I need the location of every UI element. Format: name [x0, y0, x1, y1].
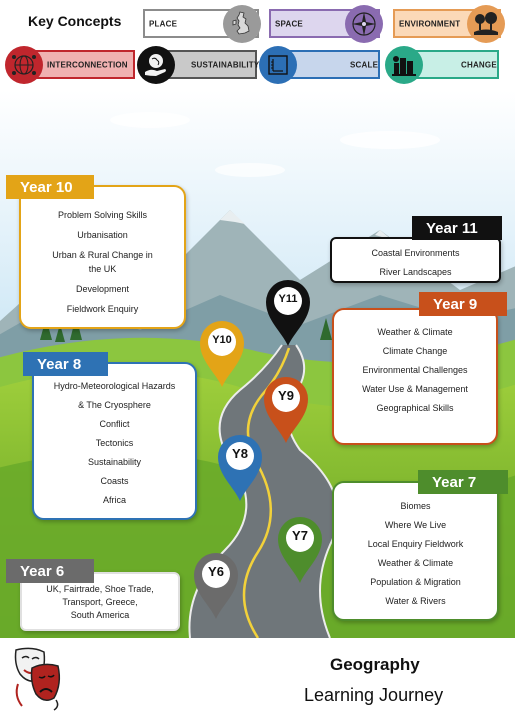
topic-item: Transport, Greece, — [62, 597, 138, 607]
pin-label: Y11 — [278, 293, 298, 305]
subject-title: Geography — [330, 655, 420, 674]
pin-y9: Y9 — [260, 375, 312, 445]
topic-item: Coastal Environments — [371, 248, 460, 258]
landscape-icon — [467, 5, 505, 43]
concept-change: CHANGE — [385, 46, 499, 84]
concept-label: SUSTAINABILITY — [191, 60, 260, 69]
topic-item: Urbanisation — [77, 230, 128, 240]
year10-card: Problem Solving Skills Urbanisation Urba… — [19, 185, 186, 329]
concept-label: INTERCONNECTION — [47, 60, 128, 69]
topic-item: Problem Solving Skills — [57, 210, 148, 220]
topic-item: Sustainability — [87, 457, 142, 467]
uk-map-icon — [223, 5, 261, 43]
pin-y7: Y7 — [274, 515, 326, 585]
pin-y10: Y10 — [196, 319, 248, 389]
concept-space: SPACE — [269, 5, 383, 43]
topic-item: Weather & Climate — [377, 327, 453, 337]
concept-label: ENVIRONMENT — [399, 19, 461, 28]
topic-item: Population & Migration — [370, 577, 461, 587]
subject-subtitle: Learning Journey — [304, 685, 444, 705]
hand-globe-icon — [137, 46, 175, 84]
concept-sustainability: SUSTAINABILITY — [137, 46, 260, 84]
year11-tag: Year 11 — [412, 216, 502, 240]
topic-item: UK, Fairtrade, Shoe Trade, — [46, 584, 154, 594]
topic-item: South America — [70, 610, 130, 620]
topic-item: Water & Rivers — [385, 596, 446, 606]
year7-tag: Year 7 — [418, 470, 508, 494]
concept-environment: ENVIRONMENT — [393, 5, 505, 43]
year7-card: Biomes Where We Live Local Enquiry Field… — [332, 481, 499, 621]
pin-y6: Y6 — [190, 551, 242, 621]
topic-item: the UK — [88, 264, 117, 274]
topic-item: Water Use & Management — [362, 384, 468, 394]
concept-place: PLACE — [143, 5, 261, 43]
pin-label: Y10 — [212, 334, 232, 346]
topic-item: Conflict — [99, 419, 130, 429]
topic-item: Local Enquiry Fieldwork — [367, 539, 464, 549]
concept-label: SCALE — [350, 60, 379, 69]
pin-label: Y9 — [278, 388, 294, 403]
pin-label: Y6 — [208, 564, 224, 579]
topic-item: River Landscapes — [379, 267, 452, 277]
concept-scale: SCALE — [259, 46, 380, 84]
topic-item: Coasts — [100, 476, 129, 486]
topic-item: Biomes — [400, 501, 431, 511]
year6-tag: Year 6 — [6, 559, 94, 583]
topic-item: Fieldwork Enquiry — [66, 304, 139, 314]
globe-network-icon — [5, 46, 43, 84]
pin-label: Y8 — [232, 446, 248, 461]
pin-y8: Y8 — [214, 433, 266, 503]
topic-item: Environmental Challenges — [362, 365, 468, 375]
year11-card: Coastal Environments River Landscapes — [330, 237, 501, 283]
year8-tag: Year 8 — [23, 352, 108, 376]
concept-label: SPACE — [275, 19, 303, 28]
topic-item: Tectonics — [95, 438, 134, 448]
drama-masks-icon — [12, 644, 64, 712]
ruler-icon — [259, 46, 297, 84]
footer: Geography Learning Journey — [0, 638, 515, 723]
topic-item: Geographical Skills — [376, 403, 454, 413]
year9-card: Weather & Climate Climate Change Environ… — [332, 308, 498, 445]
pin-label: Y7 — [292, 528, 308, 543]
topic-item: Development — [75, 284, 130, 294]
concept-interconnection: INTERCONNECTION — [5, 46, 135, 84]
concept-label: CHANGE — [461, 60, 497, 69]
year8-card: Hydro-Meteorological Hazards & The Cryos… — [32, 362, 197, 520]
year9-tag: Year 9 — [419, 292, 507, 316]
concept-label: PLACE — [149, 19, 178, 28]
year10-tag: Year 10 — [6, 175, 94, 199]
topic-item: Urban & Rural Change in — [52, 250, 153, 260]
topic-item: Africa — [102, 495, 126, 505]
compass-icon — [345, 5, 383, 43]
pin-y11: Y11 — [262, 278, 314, 348]
topic-item: & The Cryosphere — [78, 400, 151, 410]
topic-item: Weather & Climate — [377, 558, 454, 568]
city-change-icon — [385, 46, 423, 84]
key-concepts-title: Key Concepts — [28, 13, 122, 29]
topic-item: Climate Change — [382, 346, 448, 356]
topic-item: Hydro-Meteorological Hazards — [53, 381, 176, 391]
topic-item: Where We Live — [384, 520, 447, 530]
